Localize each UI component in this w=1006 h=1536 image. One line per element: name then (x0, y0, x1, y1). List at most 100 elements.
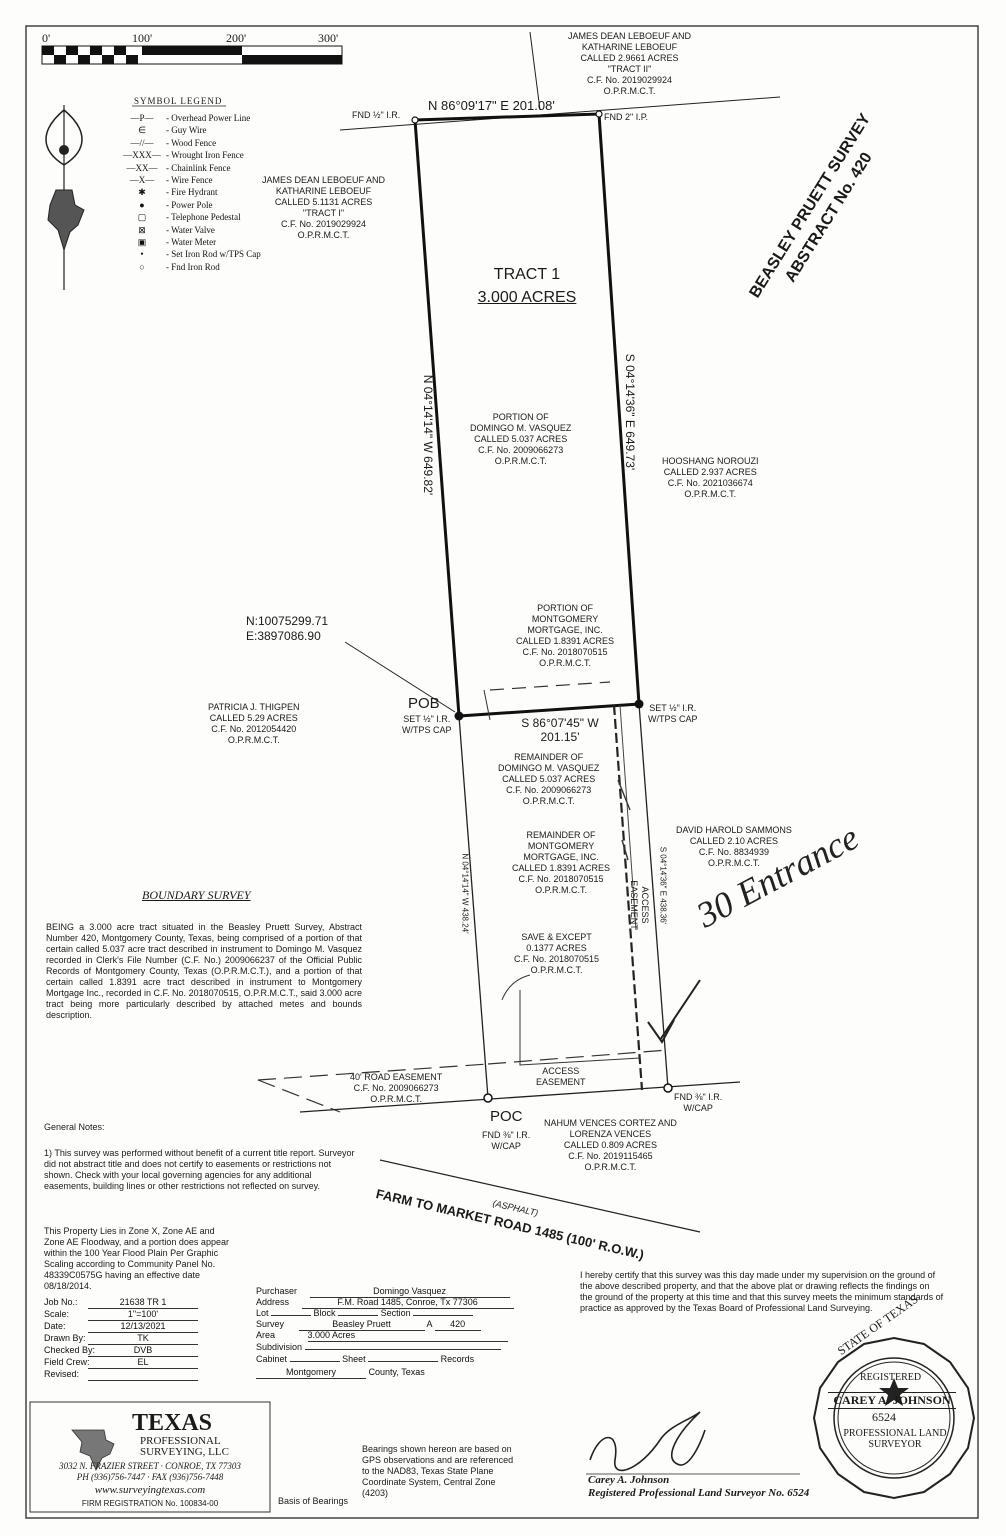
legend-item: —XXX—- Wrought Iron Fence (118, 149, 243, 161)
job-info-value: EL (88, 1357, 198, 1369)
job-info-value (88, 1369, 198, 1381)
company-website: www.surveyingtexas.com (94, 1484, 206, 1496)
job-info-label: Scale: (44, 1309, 70, 1319)
seal-name: CAREY A. JOHNSON (828, 1392, 956, 1409)
purchaser-row: Purchaser Domingo Vasquez (256, 1286, 510, 1298)
parcel-line: CALLED 5.037 ACRES (474, 434, 568, 444)
legend-item: —//— - Wood Fence (118, 137, 216, 149)
bearing-west: N 04°14'14" W 649.82' (421, 374, 435, 496)
lot-label: Lot (256, 1308, 269, 1318)
bearing-east-lower: S 04°14'36" E 438.36' (658, 846, 668, 925)
poc-label: POC (490, 1108, 523, 1125)
cabinet-label: Cabinet (256, 1354, 288, 1364)
job-info-value: 21638 TR 1 (88, 1297, 198, 1309)
parcel-line: O.P.R.M.C.T. (535, 885, 587, 895)
legend-symbol-icon: ✱ (138, 187, 146, 198)
legend-item: ∈- Guy Wire (118, 124, 206, 136)
legend-symbol-icon: ● (139, 199, 145, 210)
parcel-line: O.P.R.M.C.T. (522, 796, 575, 806)
purchaser-label: Purchaser (256, 1286, 298, 1296)
parcel-line: CALLED 2.10 ACRES (689, 836, 778, 846)
parcel-line: REMAINDER OF (526, 830, 596, 840)
access-easement-horizontal: ACCESS EASEMENT (536, 1066, 586, 1088)
tract-acres: 3.000 ACRES (477, 289, 577, 306)
parcel-line: 0.1377 ACRES (526, 943, 587, 953)
company-name-surveying: SURVEYING, LLC (140, 1446, 229, 1458)
parcel-line: CALLED 5.29 ACRES (209, 713, 298, 723)
parcel-line: C.F. No. 2018070515 (514, 954, 600, 964)
legend-symbol-icon: —XX— (126, 162, 158, 173)
legend-label: - Overhead Power Line (166, 113, 251, 123)
parcel-line: CALLED 2.9661 ACRES (580, 53, 679, 63)
parcel-line: "TRACT I" (302, 208, 345, 218)
job-info-label: Drawn By: (44, 1333, 86, 1343)
coord-easting: E:3897086.90 (246, 629, 321, 643)
parcel-line: MONTGOMERY (527, 841, 595, 851)
parcel-line: MORTGAGE, INC. (523, 852, 599, 862)
parcel-line: KATHARINE LEBOEUF (581, 42, 678, 52)
boundary-survey-heading: BOUNDARY SURVEY (142, 888, 251, 902)
job-info-label: Revised: (44, 1369, 80, 1379)
legend-symbol-icon: ○ (139, 261, 145, 272)
monument-line: FND ⅜" I.R. (674, 1092, 723, 1102)
legend-label: - Fire Hydrant (166, 187, 218, 198)
access-easement-vertical: ACCESS EASEMENT (628, 870, 650, 940)
parcel-leboeuf-tract-i: JAMES DEAN LEBOEUF AND KATHARINE LEBOEUF… (262, 175, 385, 241)
parcel-line: PORTION OF (492, 412, 549, 422)
legend-item: —XX—- Chainlink Fence (118, 162, 231, 174)
legend-symbol-icon: —//— (130, 137, 154, 148)
easement-line: ACCESS (542, 1066, 580, 1076)
job-info-row: Scale:1"=100' (44, 1309, 198, 1321)
parcel-line: CALLED 1.8391 ACRES (512, 863, 611, 873)
easement-line: EASEMENT (536, 1077, 586, 1087)
signature-title: Registered Professional Land Surveyor No… (588, 1487, 810, 1499)
scale-label-300: 300' (318, 31, 339, 45)
parcel-vences: NAHUM VENCES CORTEZ AND LORENZA VENCES C… (544, 1118, 677, 1173)
parcel-line: "TRACT II" (607, 64, 652, 74)
parcel-line: O.P.R.M.C.T. (297, 230, 350, 240)
parcel-line: PATRICIA J. THIGPEN (208, 702, 300, 712)
legend-item: ●- Power Pole (118, 199, 212, 211)
bearing-east: S 04°14'36" E 649.73' (623, 353, 637, 471)
legend-label: - Wire Fence (166, 175, 213, 185)
legend-item: —P—- Overhead Power Line (118, 112, 250, 124)
county-row: Montgomery County, Texas (256, 1367, 425, 1379)
subdivision-label: Subdivision (256, 1342, 303, 1352)
legend-label: - Telephone Pedestal (166, 212, 241, 223)
company-name-professional: PROFESSIONAL (140, 1435, 221, 1447)
survey-row: Survey Beasley Pruett A 420 (256, 1319, 481, 1331)
section-label: Section (380, 1308, 411, 1318)
job-info-label: Job No.: (44, 1297, 78, 1307)
bearing-line: S 86°07'45" W (521, 716, 599, 730)
legend-label: - Water Meter (166, 237, 217, 247)
legend-label: - Wood Fence (166, 137, 217, 148)
job-info-value: DVB (88, 1345, 198, 1357)
parcel-line: C.F. No. 2012054420 (211, 724, 297, 734)
legend-label: - Fnd Iron Rod (166, 261, 220, 272)
parcel-line: CALLED 2.937 ACRES (663, 467, 757, 477)
parcel-line: C.F. No. 2019029924 (586, 75, 673, 85)
address-value: F.M. Road 1485, Conroe, Tx 77306 (301, 1297, 514, 1309)
parcel-line: O.P.R.M.C.T. (684, 489, 737, 499)
legend-item: ▣ - Water Meter (118, 236, 216, 248)
certification-statement: I hereby certify that this survey was th… (580, 1270, 944, 1313)
parcel-line: C.F. No. 8834939 (698, 847, 769, 857)
job-info-row: Field Crew:EL (44, 1357, 198, 1369)
scale-bar (41, 45, 343, 65)
parcel-line: C.F. No. 2009066273 (506, 785, 592, 795)
scale-label-0: 0' (42, 31, 51, 45)
coord-northing: N:10075299.71 (246, 614, 329, 628)
county-value: Montgomery (256, 1367, 366, 1379)
parcel-line: SAVE & EXCEPT (521, 932, 592, 942)
legend-symbol-icon: ▢ (137, 212, 147, 223)
parcel-line: O.P.R.M.C.T. (539, 658, 591, 668)
basis-of-bearings-text: Bearings shown hereon are based on GPS o… (362, 1444, 514, 1498)
north-arrow-icon (45, 105, 85, 290)
job-info-value: 12/13/2021 (88, 1321, 198, 1333)
job-info-row: Date:12/13/2021 (44, 1321, 198, 1333)
legend-symbol-icon: —X— (129, 175, 155, 185)
parcel-line: C.F. No. 2019029924 (280, 219, 367, 229)
bearing-line: 201.15' (540, 730, 580, 744)
legend-symbol-icon: ▣ (137, 237, 147, 247)
